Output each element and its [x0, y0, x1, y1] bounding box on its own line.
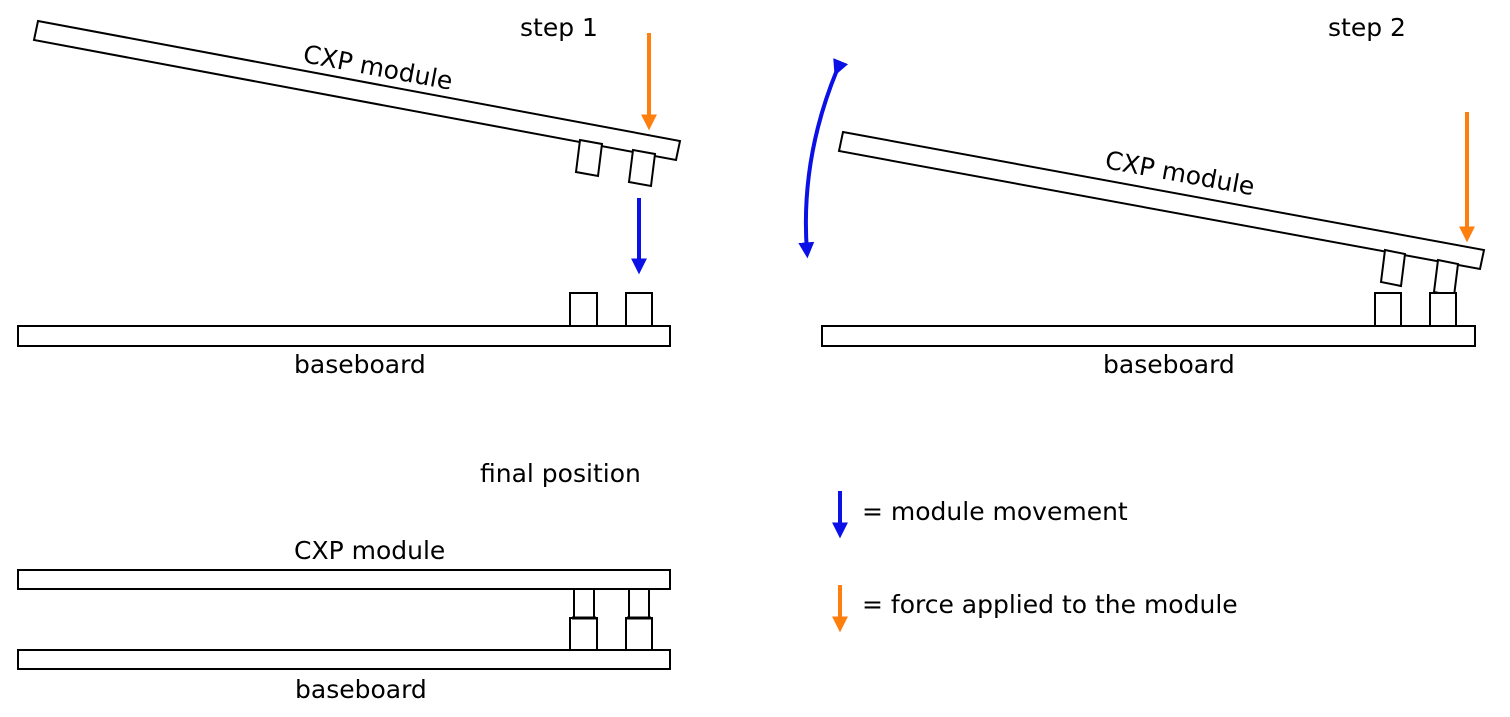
step2-module-connector-right [1432, 258, 1460, 298]
final-cxp-module-board [17, 569, 671, 590]
step1-cxp-module-board [32, 19, 682, 162]
step1-panel: step 1 CXP module baseboard [17, 13, 682, 379]
step1-baseboard [17, 325, 671, 347]
step2-panel: step 2 CXP module baseboard [798, 13, 1486, 379]
step2-cxp-module-board [837, 130, 1486, 271]
step2-title: step 2 [1328, 13, 1406, 42]
step2-baseboard-label: baseboard [1103, 350, 1235, 379]
step2-baseboard [821, 325, 1476, 347]
final-title: final position [480, 459, 641, 488]
step1-module-connector-left [574, 138, 604, 178]
legend-movement-label: = module movement [862, 497, 1128, 526]
step2-baseboard-connector-left [1374, 292, 1402, 327]
step1-module-connector-right [627, 148, 657, 188]
step2-rotation-arrow [798, 58, 849, 259]
step1-baseboard-label: baseboard [294, 350, 426, 379]
final-baseboard-label: baseboard [295, 675, 427, 704]
final-panel: final position CXP module baseboard [17, 459, 671, 704]
step1-baseboard-connector-left [569, 292, 598, 327]
step2-module-connector-left [1379, 248, 1407, 288]
final-baseboard-connector-right [625, 617, 653, 651]
step2-baseboard-connector-right [1429, 292, 1457, 327]
final-module-connector-left [573, 588, 595, 619]
legend-force-label: = force applied to the module [862, 590, 1238, 619]
final-baseboard-connector-left [569, 617, 598, 651]
legend: = module movement = force applied to the… [832, 491, 1238, 633]
final-module-connector-right [628, 588, 650, 619]
step1-baseboard-connector-right [625, 292, 653, 327]
step1-title: step 1 [520, 13, 598, 42]
final-baseboard [17, 649, 671, 670]
final-module-label: CXP module [294, 536, 445, 565]
